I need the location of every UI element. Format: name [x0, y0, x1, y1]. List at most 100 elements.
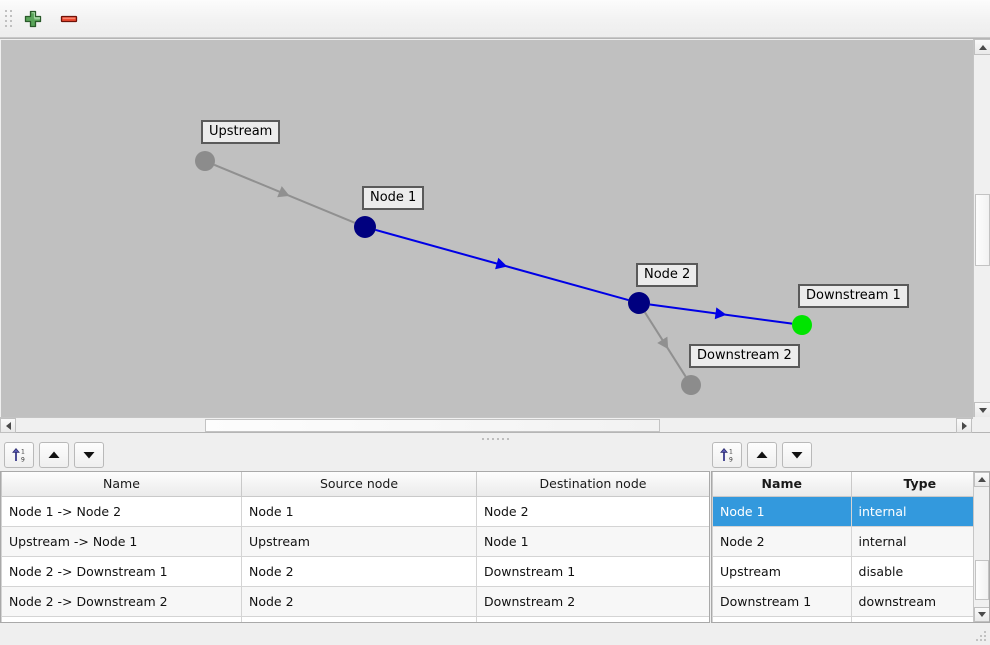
graph-node-label-downstream1[interactable]: Downstream 1 — [798, 284, 909, 308]
move-down-button[interactable] — [782, 442, 812, 468]
toolbar-drag-handle[interactable] — [4, 6, 14, 32]
column-header-source-node[interactable]: Source node — [241, 472, 477, 497]
scroll-left-button[interactable] — [0, 418, 16, 433]
scroll-up-button[interactable] — [974, 39, 990, 55]
graph-node-label-node1[interactable]: Node 1 — [362, 186, 425, 210]
move-up-button[interactable] — [747, 442, 777, 468]
add-button[interactable] — [18, 4, 48, 34]
triangle-down-icon — [978, 612, 986, 617]
edge-arrowhead — [714, 307, 727, 320]
edge-arrowhead — [277, 186, 290, 198]
nodes-table-vertical-scrollbar[interactable] — [973, 472, 989, 622]
cell-source: Node 2 — [241, 555, 477, 587]
scroll-down-button[interactable] — [974, 402, 990, 418]
minus-icon — [60, 15, 78, 22]
cell-type: downstream — [850, 585, 989, 617]
graph-node-label-downstream2[interactable]: Downstream 2 — [689, 344, 800, 368]
cell-source: Node 1 — [241, 495, 477, 527]
arrow-up-icon — [756, 451, 768, 458]
table-empty-row — [712, 615, 989, 622]
graph-vertical-scrollbar[interactable] — [973, 39, 990, 418]
cell-source: Node 2 — [241, 585, 477, 617]
move-up-button[interactable] — [39, 442, 69, 468]
cell-destination: Node 2 — [476, 495, 709, 527]
graph-drawing — [195, 151, 812, 395]
column-header-type[interactable]: Type — [850, 472, 989, 497]
window-resize-grip[interactable] — [976, 631, 988, 643]
scroll-right-button[interactable] — [956, 418, 972, 433]
graph-node-node1[interactable] — [354, 216, 376, 238]
cell-name: Upstream -> Node 1 — [1, 525, 242, 557]
cell-name: Upstream — [712, 555, 852, 587]
graph-vscroll-thumb[interactable] — [975, 194, 990, 266]
move-down-button[interactable] — [74, 442, 104, 468]
edge-arrowhead — [495, 257, 508, 270]
sort-icon: 19 — [720, 447, 733, 464]
table-empty-row — [1, 615, 709, 622]
graph-node-downstream1[interactable] — [792, 315, 812, 335]
triangle-left-icon — [5, 421, 11, 430]
cell-destination: Downstream 1 — [476, 555, 709, 587]
cell-name: Node 2 — [712, 525, 852, 557]
nodes-scroll-down-button[interactable] — [974, 607, 989, 622]
plus-icon — [24, 10, 42, 27]
graph-node-node2[interactable] — [628, 292, 650, 314]
nodes-vscroll-thumb[interactable] — [975, 560, 989, 600]
column-header-name[interactable]: Name — [1, 472, 242, 497]
remove-button[interactable] — [54, 4, 84, 34]
cell-destination: Node 1 — [476, 525, 709, 557]
svg-text:1: 1 — [729, 449, 733, 456]
empty-cell — [1, 615, 242, 622]
cell-name: Node 1 — [712, 495, 852, 527]
edge-arrowhead — [657, 336, 669, 350]
cell-destination: Downstream 2 — [476, 585, 709, 617]
column-header-name[interactable]: Name — [712, 472, 852, 497]
empty-cell — [712, 615, 852, 622]
graph-hscroll-thumb[interactable] — [205, 419, 660, 432]
graph-node-label-node2[interactable]: Node 2 — [636, 263, 699, 287]
graph-horizontal-scrollbar[interactable] — [0, 417, 972, 433]
arrow-up-icon — [48, 451, 60, 458]
svg-text:9: 9 — [21, 457, 25, 464]
cell-name: Node 2 -> Downstream 1 — [1, 555, 242, 587]
triangle-up-icon — [978, 477, 986, 482]
cell-type: internal — [850, 495, 989, 527]
triangle-right-icon — [961, 421, 967, 430]
main-toolbar — [0, 0, 990, 38]
svg-text:9: 9 — [729, 457, 733, 464]
graph-node-upstream[interactable] — [195, 151, 215, 171]
column-header-destination-node[interactable]: Destination node — [476, 472, 709, 497]
triangle-down-icon — [978, 407, 987, 413]
cell-type: disable — [850, 555, 989, 587]
arrow-down-icon — [791, 452, 803, 459]
graph-node-downstream2[interactable] — [681, 375, 701, 395]
sort-icon: 19 — [12, 447, 25, 464]
cell-type: internal — [850, 525, 989, 557]
nodes-scroll-up-button[interactable] — [974, 472, 989, 487]
splitter-grip-icon — [481, 438, 509, 440]
graph-node-label-upstream[interactable]: Upstream — [201, 120, 281, 144]
cell-name: Node 1 -> Node 2 — [1, 495, 242, 527]
